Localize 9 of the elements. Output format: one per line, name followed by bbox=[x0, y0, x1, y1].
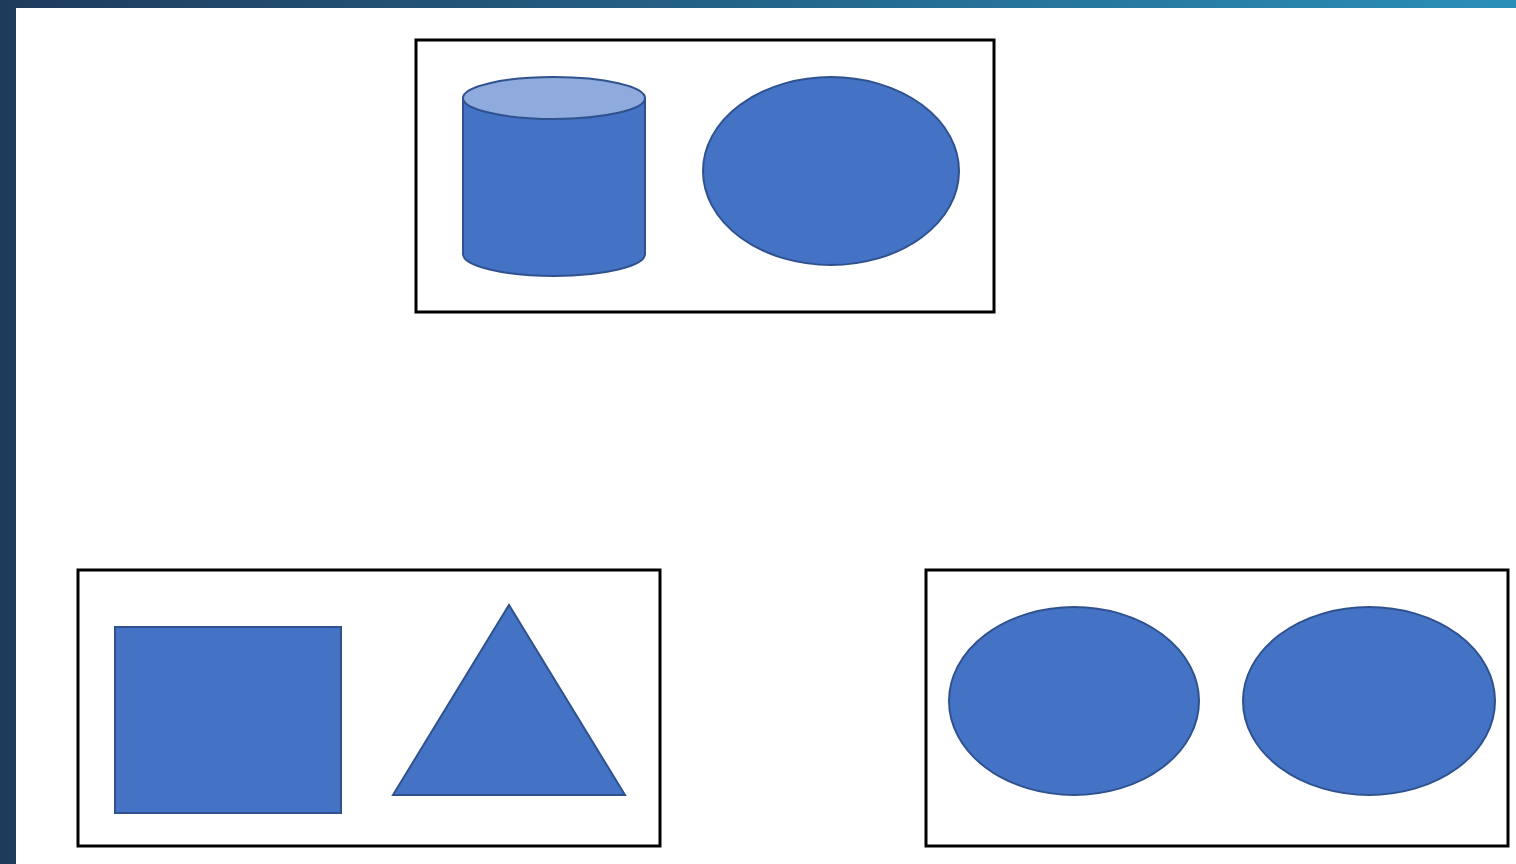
ellipse-shape bbox=[948, 606, 1200, 796]
container-box bbox=[924, 568, 1510, 848]
cylinder-shape bbox=[462, 76, 646, 276]
container-box bbox=[414, 38, 996, 314]
container-box bbox=[76, 568, 662, 848]
ellipse-shape bbox=[702, 76, 960, 266]
ellipse-shape bbox=[1242, 606, 1496, 796]
square-shape bbox=[114, 626, 342, 814]
triangle-shape bbox=[392, 604, 626, 796]
